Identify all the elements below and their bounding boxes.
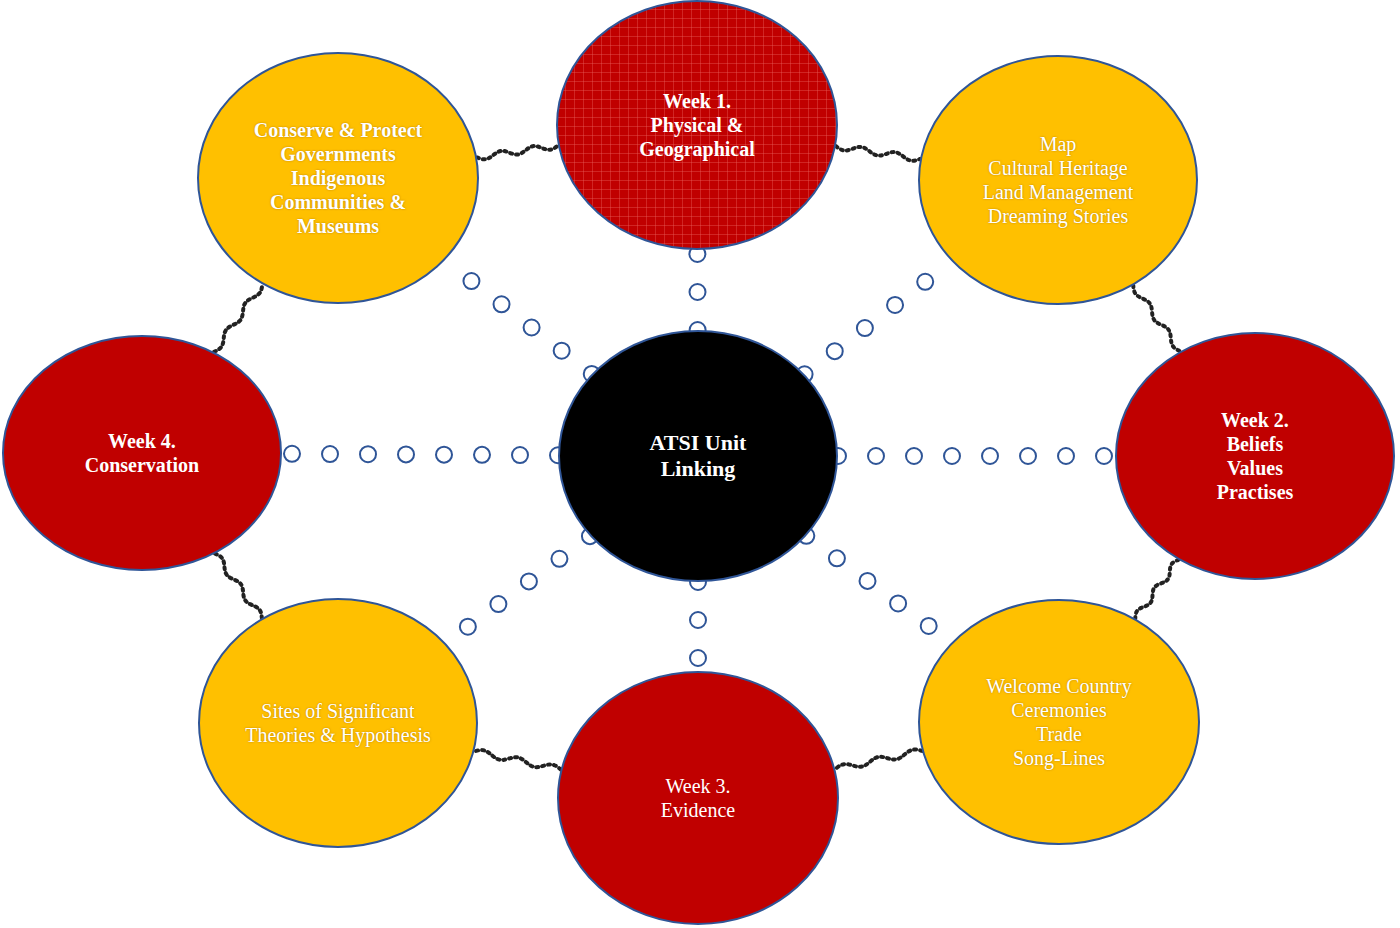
footprint-link	[477, 146, 558, 160]
week-circle: Week 4.Conservation	[2, 335, 282, 571]
circle-content: Week 1.Physical & Geographical	[637, 89, 757, 161]
circle-fill	[1116, 333, 1394, 579]
edge-group	[838, 456, 1115, 457]
circle-fill	[199, 599, 477, 847]
circle-text: Dreaming Stories	[988, 204, 1129, 228]
footprint-link	[214, 284, 262, 352]
topic-circle: Sites of SignificantTheories & Hypothesi…	[198, 598, 478, 848]
circle-content: Week 3.Evidence	[661, 774, 735, 822]
dotted-chain-link	[805, 261, 952, 374]
circle-fill	[557, 1, 837, 249]
circle-text: Practises	[1217, 480, 1294, 504]
week-circle: Week 3.Evidence	[557, 671, 839, 925]
circle-text: Theories & Hypothesis	[245, 723, 431, 747]
dotted-chain-fill	[806, 536, 951, 643]
footprint-link	[836, 146, 920, 161]
circle-heading: ATSI Unit Linking	[628, 430, 768, 483]
circle-heading: Conserve & Protect	[254, 118, 422, 142]
circle-outline	[1115, 332, 1395, 580]
dotted-chain-fill	[445, 260, 592, 374]
edge-group	[697, 250, 698, 330]
week-circle: Week 2.BeliefsValuesPractises	[1115, 332, 1395, 580]
dotted-chain-link	[446, 536, 590, 643]
circle-outline	[2, 335, 282, 571]
circle-heading: Week 4.	[108, 429, 176, 453]
circle-fill	[3, 336, 281, 570]
circle-text: Beliefs	[1227, 432, 1284, 456]
circle-outline	[557, 671, 839, 925]
circle-heading: Welcome Country	[986, 674, 1132, 698]
footprint-link	[1133, 285, 1180, 351]
edge-group	[698, 582, 699, 671]
circle-text: Cultural Heritage	[988, 156, 1127, 180]
circle-text: Values	[1227, 456, 1283, 480]
edge-group	[805, 261, 952, 374]
circle-text: Song-Lines	[1013, 746, 1105, 770]
circle-fill	[559, 331, 837, 581]
edge-group	[282, 454, 558, 455]
circle-heading: Week 3.	[665, 774, 730, 798]
circle-text: Evidence	[661, 798, 735, 822]
dotted-chain-fill	[446, 536, 590, 643]
circle-text: Ceremonies	[1011, 698, 1107, 722]
circle-content: Welcome CountryCeremoniesTradeSong-Lines	[986, 674, 1132, 770]
footprint-link	[1135, 560, 1178, 619]
footprint-link	[215, 554, 262, 618]
edge-group	[1135, 560, 1178, 619]
week-circle: Week 1.Physical & Geographical	[556, 0, 838, 250]
circle-text: Conservation	[85, 453, 199, 477]
dotted-chain-fill	[690, 250, 704, 330]
edge-group	[835, 750, 922, 770]
circle-content: Sites of SignificantTheories & Hypothesi…	[245, 699, 431, 747]
edge-group	[1133, 285, 1180, 351]
edge-group	[474, 750, 560, 769]
circle-content: Conserve & ProtectGovernments Indigenous…	[253, 118, 423, 238]
circle-text: Governments Indigenous Communities & Mus…	[253, 142, 423, 238]
dotted-chain-fill	[282, 454, 558, 455]
edge-group	[836, 146, 920, 161]
topic-circle: Conserve & ProtectGovernments Indigenous…	[197, 52, 479, 304]
dotted-chain-link	[806, 536, 951, 643]
edge-group	[446, 536, 590, 643]
dotted-chain-fill	[691, 582, 705, 671]
topic-circle: MapCultural HeritageLand ManagementDream…	[918, 55, 1198, 305]
edge-group	[445, 260, 592, 374]
footprint-link	[474, 750, 560, 769]
footprint-link	[835, 750, 922, 770]
circle-heading: Week 2.	[1221, 408, 1289, 432]
circle-fill	[919, 600, 1199, 844]
edge-group	[214, 284, 262, 352]
circle-content: MapCultural HeritageLand ManagementDream…	[983, 132, 1134, 228]
edge-group	[215, 554, 262, 618]
circle-fill	[558, 672, 838, 924]
circle-fill	[198, 53, 478, 303]
dotted-chain-link	[688, 250, 706, 330]
circle-fill	[919, 56, 1197, 304]
circle-text: Trade	[1036, 722, 1082, 746]
edge-group	[806, 536, 951, 643]
circle-outline	[198, 598, 478, 848]
dotted-chain-fill	[805, 261, 952, 374]
circle-heading: Week 1.	[663, 89, 731, 113]
circle-heading: Map	[1040, 132, 1077, 156]
topic-circle: Welcome CountryCeremoniesTradeSong-Lines	[918, 599, 1200, 845]
circle-content: Week 2.BeliefsValuesPractises	[1217, 408, 1294, 504]
circle-text: Land Management	[983, 180, 1134, 204]
dotted-chain-link	[282, 454, 558, 455]
edge-group	[477, 146, 558, 160]
circle-content: Week 4.Conservation	[85, 429, 199, 477]
dotted-chain-fill	[838, 449, 1115, 463]
circle-text: Physical & Geographical	[637, 113, 757, 161]
dotted-chain-link	[838, 447, 1115, 465]
circle-content: ATSI Unit Linking	[628, 430, 768, 483]
dotted-chain-link	[689, 582, 707, 671]
circle-heading: Sites of Significant	[261, 699, 414, 723]
circle-outline	[918, 55, 1198, 305]
circle-outline	[918, 599, 1200, 845]
dotted-chain-link	[445, 260, 592, 374]
hub-circle: ATSI Unit Linking	[558, 330, 838, 582]
